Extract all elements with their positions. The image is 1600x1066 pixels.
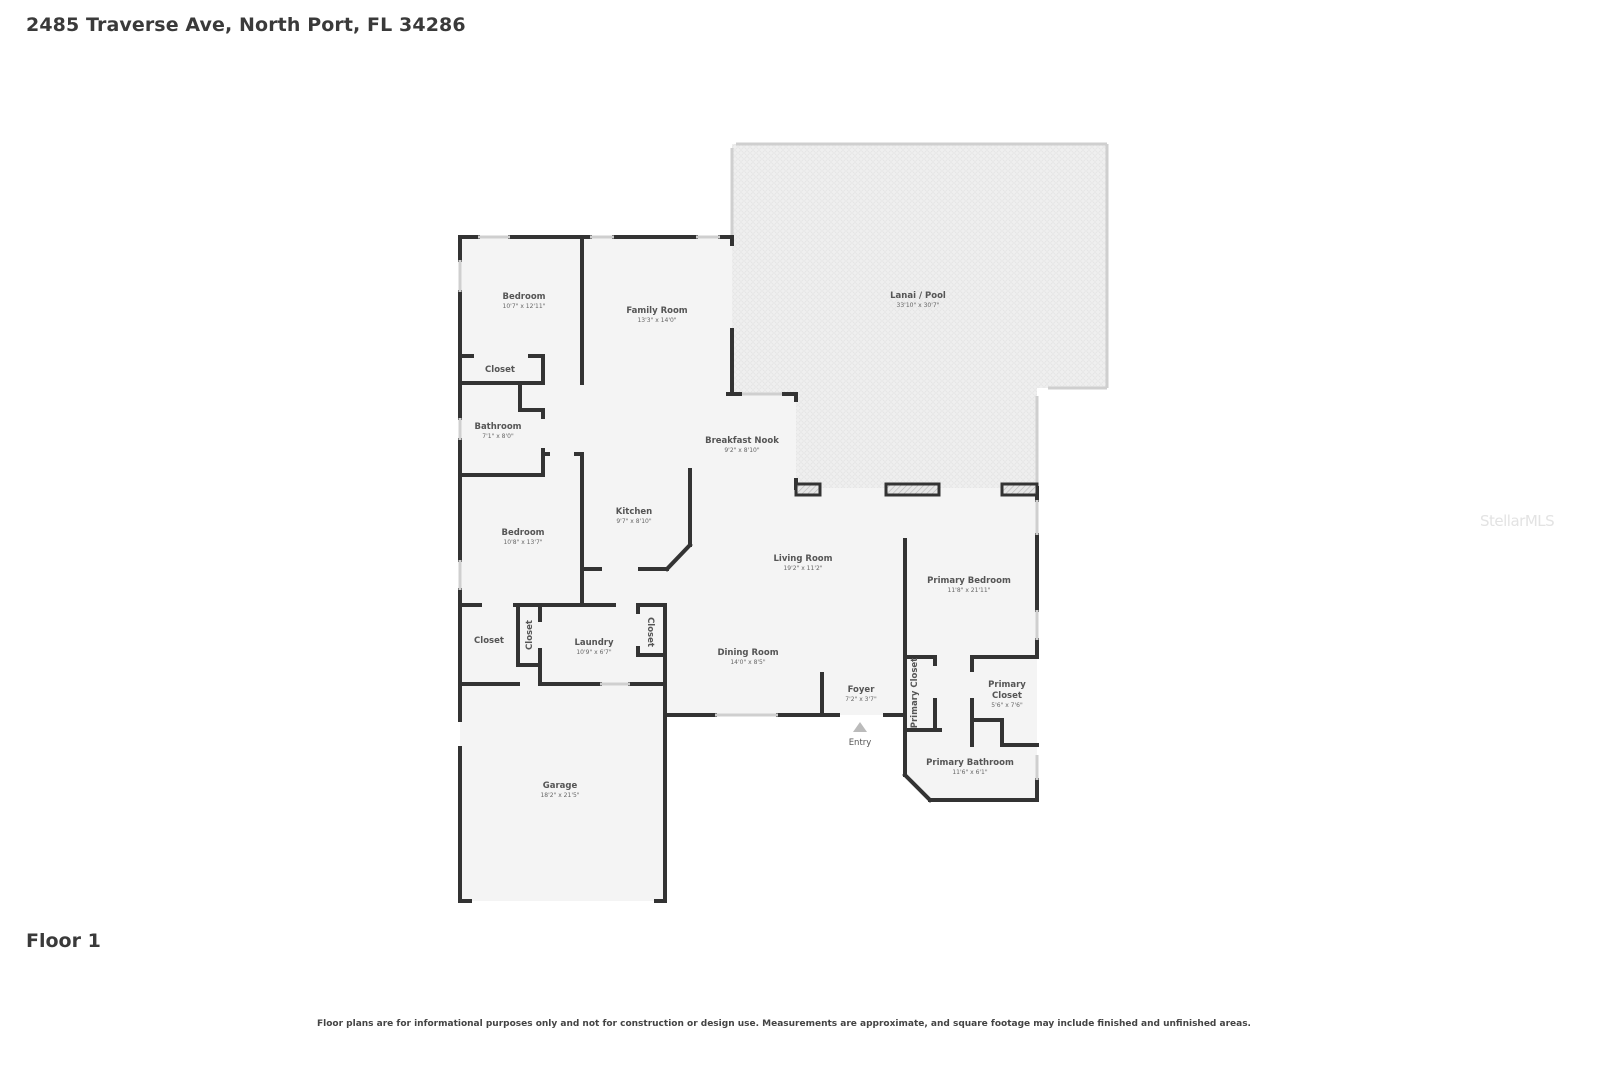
svg-text:Closet: Closet (992, 691, 1022, 701)
lanai-floor (732, 144, 1107, 488)
lanai-screen (730, 142, 1109, 488)
svg-text:9'2" x 8'10": 9'2" x 8'10" (724, 447, 760, 454)
entry-arrow-icon (853, 722, 867, 732)
room-label-breakfast-nook: Breakfast Nook (705, 436, 779, 446)
svg-text:19'2" x 11'2": 19'2" x 11'2" (783, 565, 822, 572)
walls (458, 235, 1039, 903)
room-label-bathroom: Bathroom (474, 422, 521, 432)
svg-text:14'0" x 8'5": 14'0" x 8'5" (730, 659, 766, 666)
room-label-primary-bathroom: Primary Bathroom (926, 758, 1014, 768)
room-label-family-room: Family Room (626, 306, 687, 316)
structural-columns (794, 482, 1039, 497)
room-labels: Bedroom 10'7" x 12'11" Family Room 13'3"… (474, 291, 1026, 799)
svg-text:10'7" x 12'11": 10'7" x 12'11" (503, 303, 546, 310)
windows (458, 235, 1039, 780)
svg-text:9'7" x 8'10": 9'7" x 8'10" (616, 518, 652, 525)
floor-label: Floor 1 (26, 930, 101, 952)
entry-label: Entry (849, 738, 872, 748)
room-label-lanai: Lanai / Pool (890, 291, 946, 301)
svg-text:18'2" x 21'5": 18'2" x 21'5" (540, 792, 579, 799)
svg-text:10'8" x 13'7": 10'8" x 13'7" (503, 539, 542, 546)
svg-text:7'1" x 8'0": 7'1" x 8'0" (482, 433, 514, 440)
room-label-living-room: Living Room (774, 554, 833, 564)
room-label-primary-bedroom: Primary Bedroom (927, 576, 1011, 586)
room-label-closet-sw: Closet (474, 636, 504, 646)
room-label-kitchen: Kitchen (616, 507, 652, 517)
svg-text:11'6" x 6'1": 11'6" x 6'1" (952, 769, 988, 776)
room-label-laundry: Laundry (574, 638, 614, 648)
room-label-bedroom-nw: Bedroom (502, 292, 545, 302)
room-label-dining-room: Dining Room (717, 648, 778, 658)
property-address-title: 2485 Traverse Ave, North Port, FL 34286 (26, 14, 466, 36)
room-label-garage: Garage (543, 781, 578, 791)
house-floor (460, 237, 1037, 901)
svg-text:10'9" x 6'7": 10'9" x 6'7" (576, 649, 612, 656)
room-label-closet-nw: Closet (485, 365, 515, 375)
svg-text:7'2" x 3'7": 7'2" x 3'7" (845, 696, 877, 703)
watermark: StellarMLS (1480, 512, 1555, 530)
svg-text:33'10" x 30'7": 33'10" x 30'7" (897, 302, 940, 309)
svg-text:13'3" x 14'0": 13'3" x 14'0" (637, 317, 676, 324)
disclaimer-text: Floor plans are for informational purpos… (317, 1019, 1251, 1029)
room-label-closet-small: Closet (525, 620, 535, 650)
room-label-primary-closet-vertical: Primary Closet (910, 658, 920, 729)
svg-text:5'6" x 7'6": 5'6" x 7'6" (991, 702, 1023, 709)
room-label-closet-laundry: Closet (645, 617, 655, 647)
room-label-bedroom-w: Bedroom (501, 528, 544, 538)
room-label-foyer: Foyer (848, 685, 876, 695)
svg-text:11'8" x 21'11": 11'8" x 21'11" (948, 587, 991, 594)
room-label-primary-closet: Primary (988, 680, 1026, 690)
